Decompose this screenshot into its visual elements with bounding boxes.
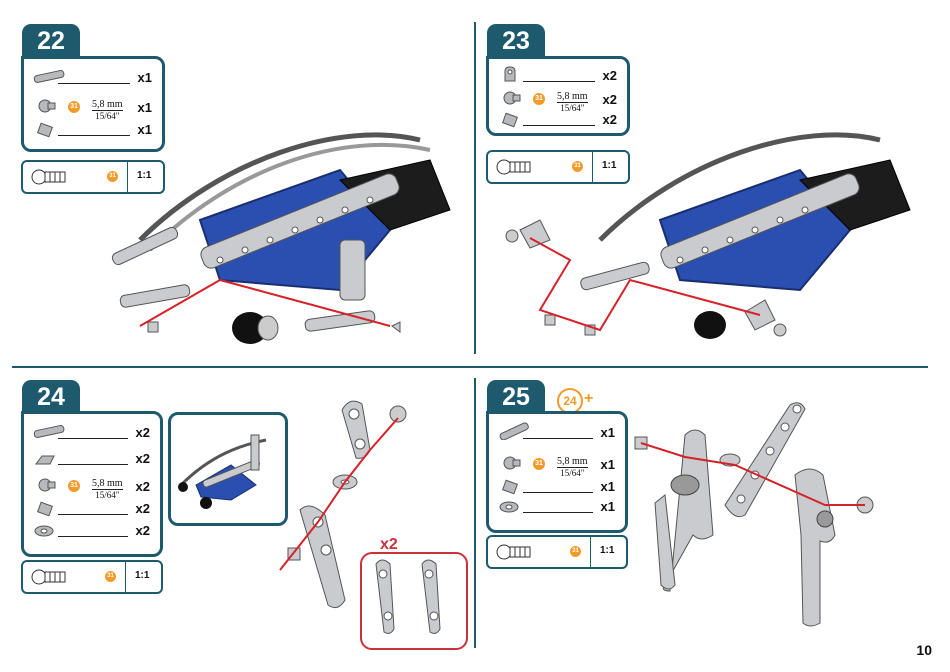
nut-part-icon bbox=[36, 500, 56, 518]
step-number: 24 bbox=[22, 380, 80, 414]
washer-part-icon bbox=[499, 498, 521, 516]
angle-bracket-part-icon bbox=[501, 65, 521, 83]
washer-part-icon bbox=[34, 522, 56, 540]
part-row: x2 bbox=[32, 520, 150, 540]
screw-part-icon bbox=[501, 454, 521, 472]
assembly-illustration bbox=[100, 100, 470, 360]
horizontal-divider bbox=[12, 366, 928, 368]
nut-part-icon bbox=[501, 478, 521, 496]
assembly-illustration bbox=[490, 100, 930, 350]
part-row: x2 bbox=[32, 498, 150, 518]
part-row: x1 bbox=[497, 422, 615, 442]
vertical-divider-top bbox=[474, 22, 476, 354]
previous-step-plus: + bbox=[584, 390, 593, 408]
part-row: x1 bbox=[32, 67, 152, 87]
nut-part-icon bbox=[36, 121, 56, 139]
screw-part-icon bbox=[36, 476, 56, 494]
part-row: x2 bbox=[32, 422, 150, 442]
step-number: 22 bbox=[22, 24, 80, 58]
screw-part-icon bbox=[36, 97, 56, 115]
model-preview-image bbox=[171, 415, 281, 519]
assembly-illustration bbox=[625, 395, 895, 635]
part-row: x2 bbox=[497, 65, 617, 85]
part-row: x1 bbox=[497, 476, 615, 496]
scale-box: 31 1:1 bbox=[486, 535, 628, 569]
screw-scale-icon bbox=[496, 541, 536, 563]
scale-box: 31 1:1 bbox=[21, 560, 163, 594]
page-number: 10 bbox=[916, 642, 932, 658]
angle-bracket-part-icon bbox=[34, 450, 56, 468]
screw-scale-icon bbox=[31, 166, 71, 188]
step-number: 23 bbox=[487, 24, 545, 58]
bracket-pair-image bbox=[362, 554, 462, 644]
part-row: x2 bbox=[32, 448, 150, 468]
vertical-divider-bottom bbox=[474, 378, 476, 648]
step-number: 25 bbox=[487, 380, 545, 414]
part-row: x1 bbox=[497, 496, 615, 516]
screw-scale-icon bbox=[31, 566, 71, 588]
multiplier-box bbox=[360, 552, 468, 650]
